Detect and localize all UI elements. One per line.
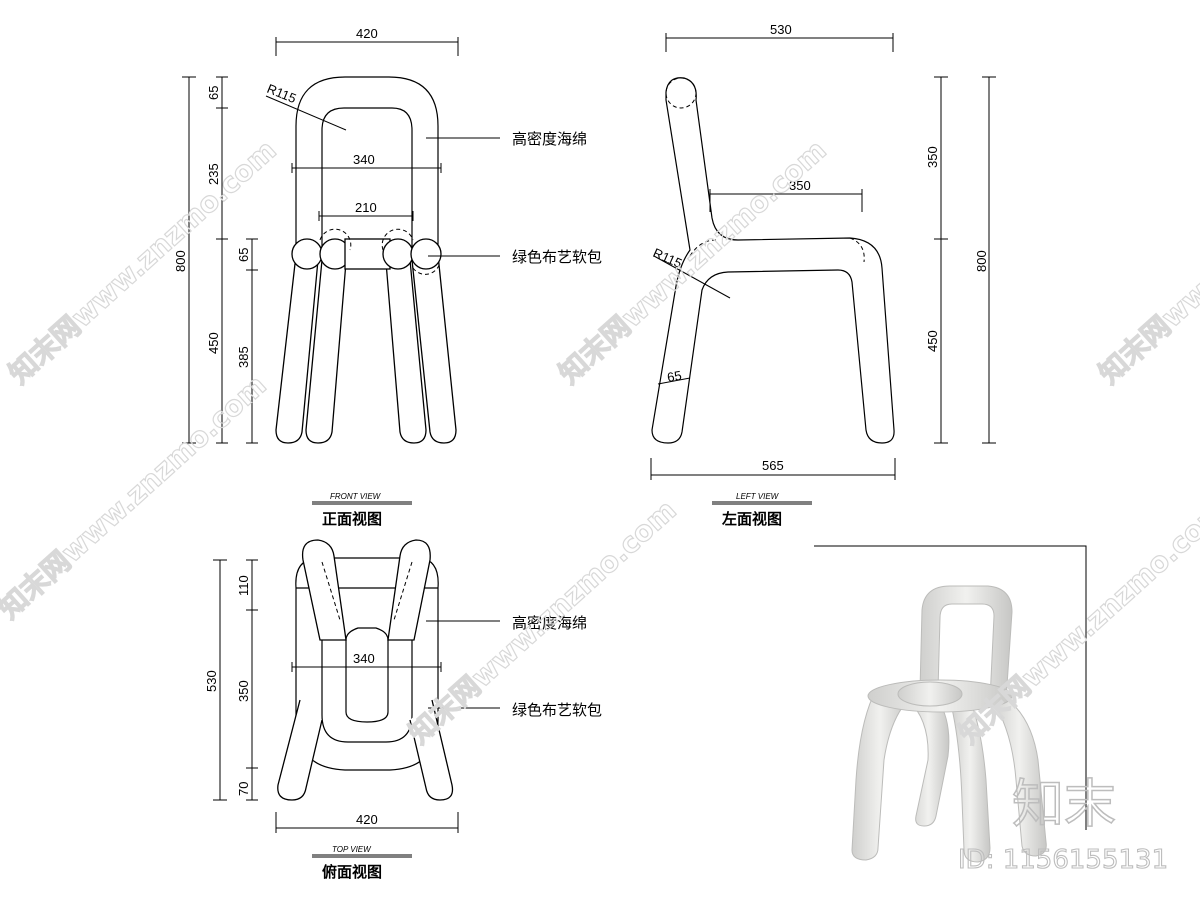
left-dim-800-label: 800 (974, 250, 989, 272)
front-dim-210: 210 (318, 200, 414, 221)
top-dim-340-label: 340 (353, 651, 375, 666)
top-dim-530: 530 (204, 559, 227, 801)
front-leg-1 (275, 254, 319, 444)
top-view: 340 420 530 110 350 70 高密度海绵 绿色布艺软包 TOP … (204, 539, 602, 881)
top-label-foam: 高密度海绵 (512, 614, 587, 632)
left-dim-350-h: 350 (709, 178, 863, 212)
front-title-en: FRONT VIEW (330, 492, 382, 501)
watermark-6: 知末网www.znzmo.com (953, 493, 1200, 750)
front-label-fabric: 绿色布艺软包 (512, 248, 602, 266)
top-title-en: TOP VIEW (332, 845, 372, 854)
front-dim-385-label: 385 (236, 346, 251, 368)
front-dim-65-mid-label: 65 (236, 248, 251, 262)
top-dim-70-label: 70 (236, 782, 251, 796)
front-seat-dash (319, 228, 441, 275)
front-seat-circle-4 (410, 238, 442, 270)
top-inner-u (321, 600, 413, 743)
left-title-cn: 左面视图 (721, 510, 782, 528)
watermark-3: 知末网www.znzmo.com (1093, 133, 1200, 390)
left-tube-65: 65 (657, 368, 691, 385)
top-dim-110-label: 110 (236, 575, 251, 596)
left-tube-65-label: 65 (666, 368, 683, 385)
left-dim-350h-label: 350 (789, 178, 811, 193)
brand-watermark: 知末 (1012, 775, 1116, 835)
front-dim-210-label: 210 (355, 200, 377, 215)
top-front-arm-left (301, 539, 347, 641)
top-dim-350-label: 350 (236, 680, 251, 702)
front-dim-450-label: 450 (206, 332, 221, 354)
front-dim-340: 340 (291, 152, 442, 173)
top-leg-left (277, 699, 323, 801)
front-dim-stack-left: 65 235 450 (206, 76, 228, 444)
top-slot (345, 627, 389, 723)
front-leg-2 (305, 259, 347, 444)
front-dim-800-label: 800 (173, 250, 188, 272)
front-dim-420: 420 (275, 26, 459, 56)
top-front-arm-right (387, 539, 431, 641)
front-back-outer (295, 76, 439, 250)
chair-render (851, 585, 1047, 863)
top-title-cn: 俯面视图 (322, 863, 382, 881)
left-dim-stack: 350 450 (925, 76, 948, 444)
render-photo: 知末 ID: 1156155131 (814, 545, 1169, 876)
front-radius: R115 (265, 81, 347, 131)
left-top-circle (665, 77, 697, 109)
front-seat-circle-3 (382, 238, 414, 270)
left-dim-565-label: 565 (762, 458, 784, 473)
id-watermark: ID: 1156155131 (958, 845, 1168, 875)
left-title-en: LEFT VIEW (736, 492, 780, 501)
watermarks: 知末网www.znzmo.com 知末网www.znzmo.com 知末网www… (0, 133, 1200, 751)
top-dim-530-label: 530 (204, 670, 219, 692)
front-seat-circle-1 (291, 238, 323, 270)
left-dim-565: 565 (650, 458, 896, 480)
top-arm-dash (321, 561, 413, 621)
top-dim-stack: 110 350 70 (236, 559, 258, 801)
top-label-fabric: 绿色布艺软包 (512, 701, 602, 719)
left-dim-350v-label: 350 (925, 146, 940, 168)
top-dim-340: 340 (291, 651, 442, 672)
left-dim-450-label: 450 (925, 330, 940, 352)
left-chair-outline (651, 77, 895, 444)
front-dim-stack-right: 65 385 (236, 238, 258, 444)
front-dim-235-label: 235 (206, 163, 221, 185)
watermark-4: 知末网www.znzmo.com (0, 368, 273, 625)
front-label-foam: 高密度海绵 (512, 130, 587, 148)
front-leg-4 (411, 254, 457, 444)
left-seat-dash (689, 237, 865, 263)
front-view: 420 340 210 R115 800 65 235 450 65 (173, 26, 602, 528)
front-dim-65-top-label: 65 (206, 86, 221, 100)
front-title-cn: 正面视图 (322, 510, 382, 528)
left-dim-530-label: 530 (770, 22, 792, 37)
top-dim-420: 420 (275, 812, 459, 833)
left-dim-800: 800 (974, 76, 996, 444)
top-dim-420-label: 420 (356, 812, 378, 827)
photo-frame (814, 545, 1087, 830)
front-dim-340-label: 340 (353, 152, 375, 167)
front-leg-3 (385, 259, 427, 444)
left-view: 530 350 565 R115 65 350 450 800 LEFT VIE… (650, 22, 996, 528)
left-dim-530: 530 (665, 22, 894, 52)
top-leg-right (409, 699, 454, 801)
front-dim-420-label: 420 (356, 26, 378, 41)
front-back-inner (321, 107, 413, 250)
front-dim-800: 800 (173, 76, 196, 444)
